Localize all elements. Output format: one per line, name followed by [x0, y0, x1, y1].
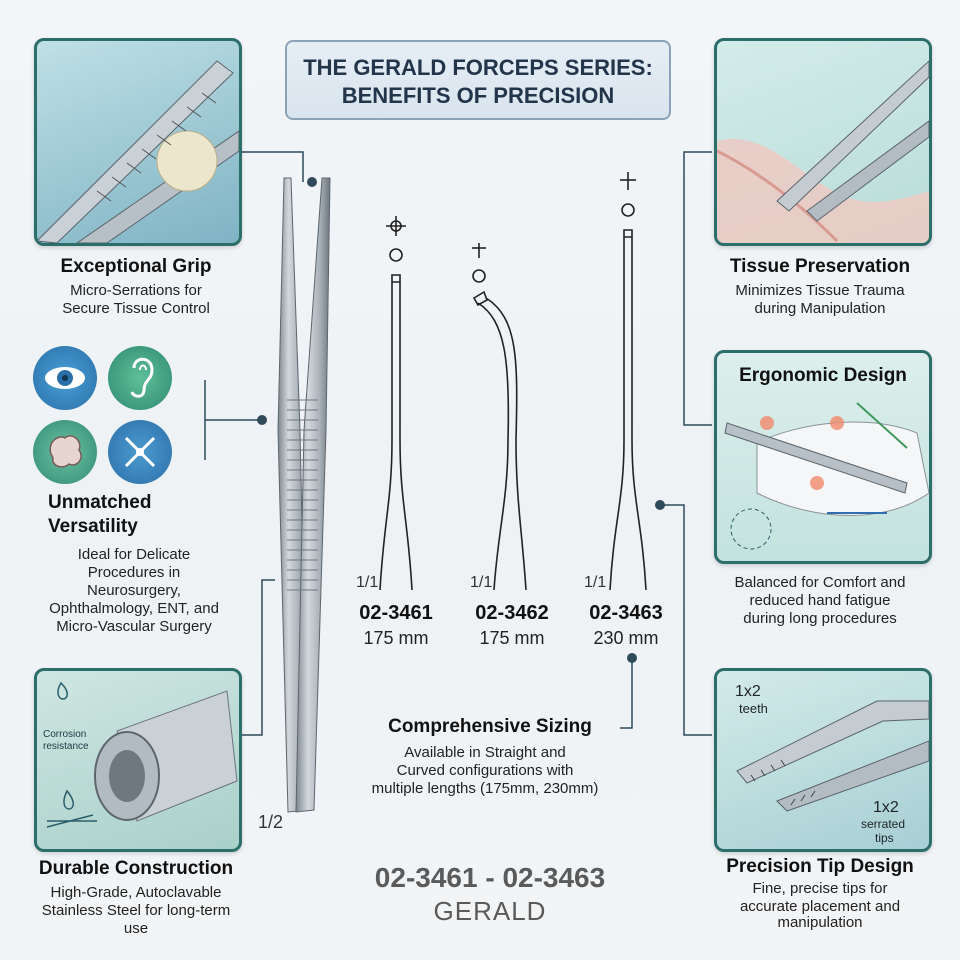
- durable-desc-3: use: [123, 920, 149, 937]
- model-2-scale: 1/1: [470, 574, 493, 591]
- durable-connector: [238, 579, 275, 736]
- ergonomic-panel: Ergonomic Design: [714, 350, 932, 564]
- tip-connector: [660, 504, 712, 736]
- brain-icon: [33, 420, 97, 484]
- versatility-desc-1: Ideal for Delicate: [77, 546, 191, 563]
- nerve-icon: [108, 420, 172, 484]
- title-line-2: BENEFITS OF PRECISION: [341, 83, 615, 108]
- versatility-heading-2: Versatility: [48, 516, 138, 537]
- product-range: 02-3461 - 02-3463: [374, 862, 606, 893]
- grip-heading: Exceptional Grip: [60, 256, 212, 277]
- grip-connector: [238, 151, 304, 182]
- ergonomic-heading: Ergonomic Design: [739, 365, 907, 386]
- model-3-scale: 1/1: [584, 574, 607, 591]
- versatility-desc-3: Neurosurgery,: [87, 582, 181, 599]
- brand-name: GERALD: [433, 896, 547, 926]
- teeth-label: teeth: [739, 701, 768, 716]
- durable-heading: Durable Construction: [38, 858, 234, 879]
- tip-desc-3: manipulation: [777, 914, 863, 931]
- ergonomic-desc-3: during long procedures: [743, 610, 897, 627]
- sizing-desc-1: Available in Straight and: [404, 744, 566, 761]
- tips-label-1: serrated: [861, 817, 906, 831]
- model-outlines: [379, 172, 647, 591]
- tissue-desc-2: during Manipulation: [754, 300, 886, 317]
- versatility-desc-4: Ophthalmology, ENT, and: [49, 600, 219, 617]
- page-title: THE GERALD FORCEPS SERIES: BENEFITS OF P…: [285, 40, 671, 120]
- durable-desc-1: High-Grade, Autoclavable: [50, 884, 222, 901]
- versatility-connector: [204, 380, 258, 460]
- grip-desc-1: Micro-Serrations for: [70, 282, 202, 299]
- model-3-code: 02-3463: [589, 602, 663, 624]
- title-line-1: THE GERALD FORCEPS SERIES:: [303, 55, 653, 80]
- ear-icon: [108, 346, 172, 410]
- sizing-desc-3: multiple lengths (175mm, 230mm): [371, 780, 599, 797]
- ergonomic-desc-1: Balanced for Comfort and: [734, 574, 906, 591]
- model-2-code: 02-3462: [475, 602, 549, 624]
- grip-desc-2: Secure Tissue Control: [62, 300, 210, 317]
- tip-panel: 1x2 teeth 1x2 serrated tips: [714, 668, 932, 852]
- durable-panel: Corrosion resistance: [34, 668, 242, 852]
- tips-label-2: tips: [875, 831, 894, 845]
- ergonomic-desc-2: reduced hand fatigue: [749, 592, 891, 609]
- tip-heading: Precision Tip Design: [726, 856, 914, 877]
- tips-count: 1x2: [873, 799, 899, 816]
- model-1-scale: 1/1: [356, 574, 379, 591]
- tip-desc-2: accurate placement and: [739, 898, 901, 915]
- versatility-desc-2: Procedures in: [87, 564, 181, 581]
- main-scale-label: 1/2: [258, 812, 284, 832]
- tissue-ergonomic-connector: [683, 151, 712, 426]
- durable-desc-2: Stainless Steel for long-term: [41, 902, 231, 919]
- versatility-desc-5: Micro-Vascular Surgery: [56, 618, 212, 635]
- teeth-count: 1x2: [735, 683, 761, 700]
- model-1-length: 175 mm: [363, 628, 429, 648]
- tissue-panel: [714, 38, 932, 246]
- sizing-heading: Comprehensive Sizing: [388, 716, 592, 737]
- eye-icon: [33, 346, 97, 410]
- tip-desc-1: Fine, precise tips for: [752, 880, 888, 897]
- versatility-heading-1: Unmatched: [48, 492, 152, 513]
- tissue-heading: Tissue Preservation: [729, 256, 911, 277]
- corrosion-label: Corrosion resistance: [43, 729, 89, 752]
- model-3-length: 230 mm: [593, 628, 659, 648]
- model-2-length: 175 mm: [479, 628, 545, 648]
- sizing-desc-2: Curved configurations with: [396, 762, 574, 779]
- grip-panel: [34, 38, 242, 246]
- sizing-connector: [620, 658, 633, 729]
- main-forceps-illustration: [277, 177, 331, 813]
- tissue-desc-1: Minimizes Tissue Trauma: [735, 282, 905, 299]
- model-1-code: 02-3461: [359, 602, 433, 624]
